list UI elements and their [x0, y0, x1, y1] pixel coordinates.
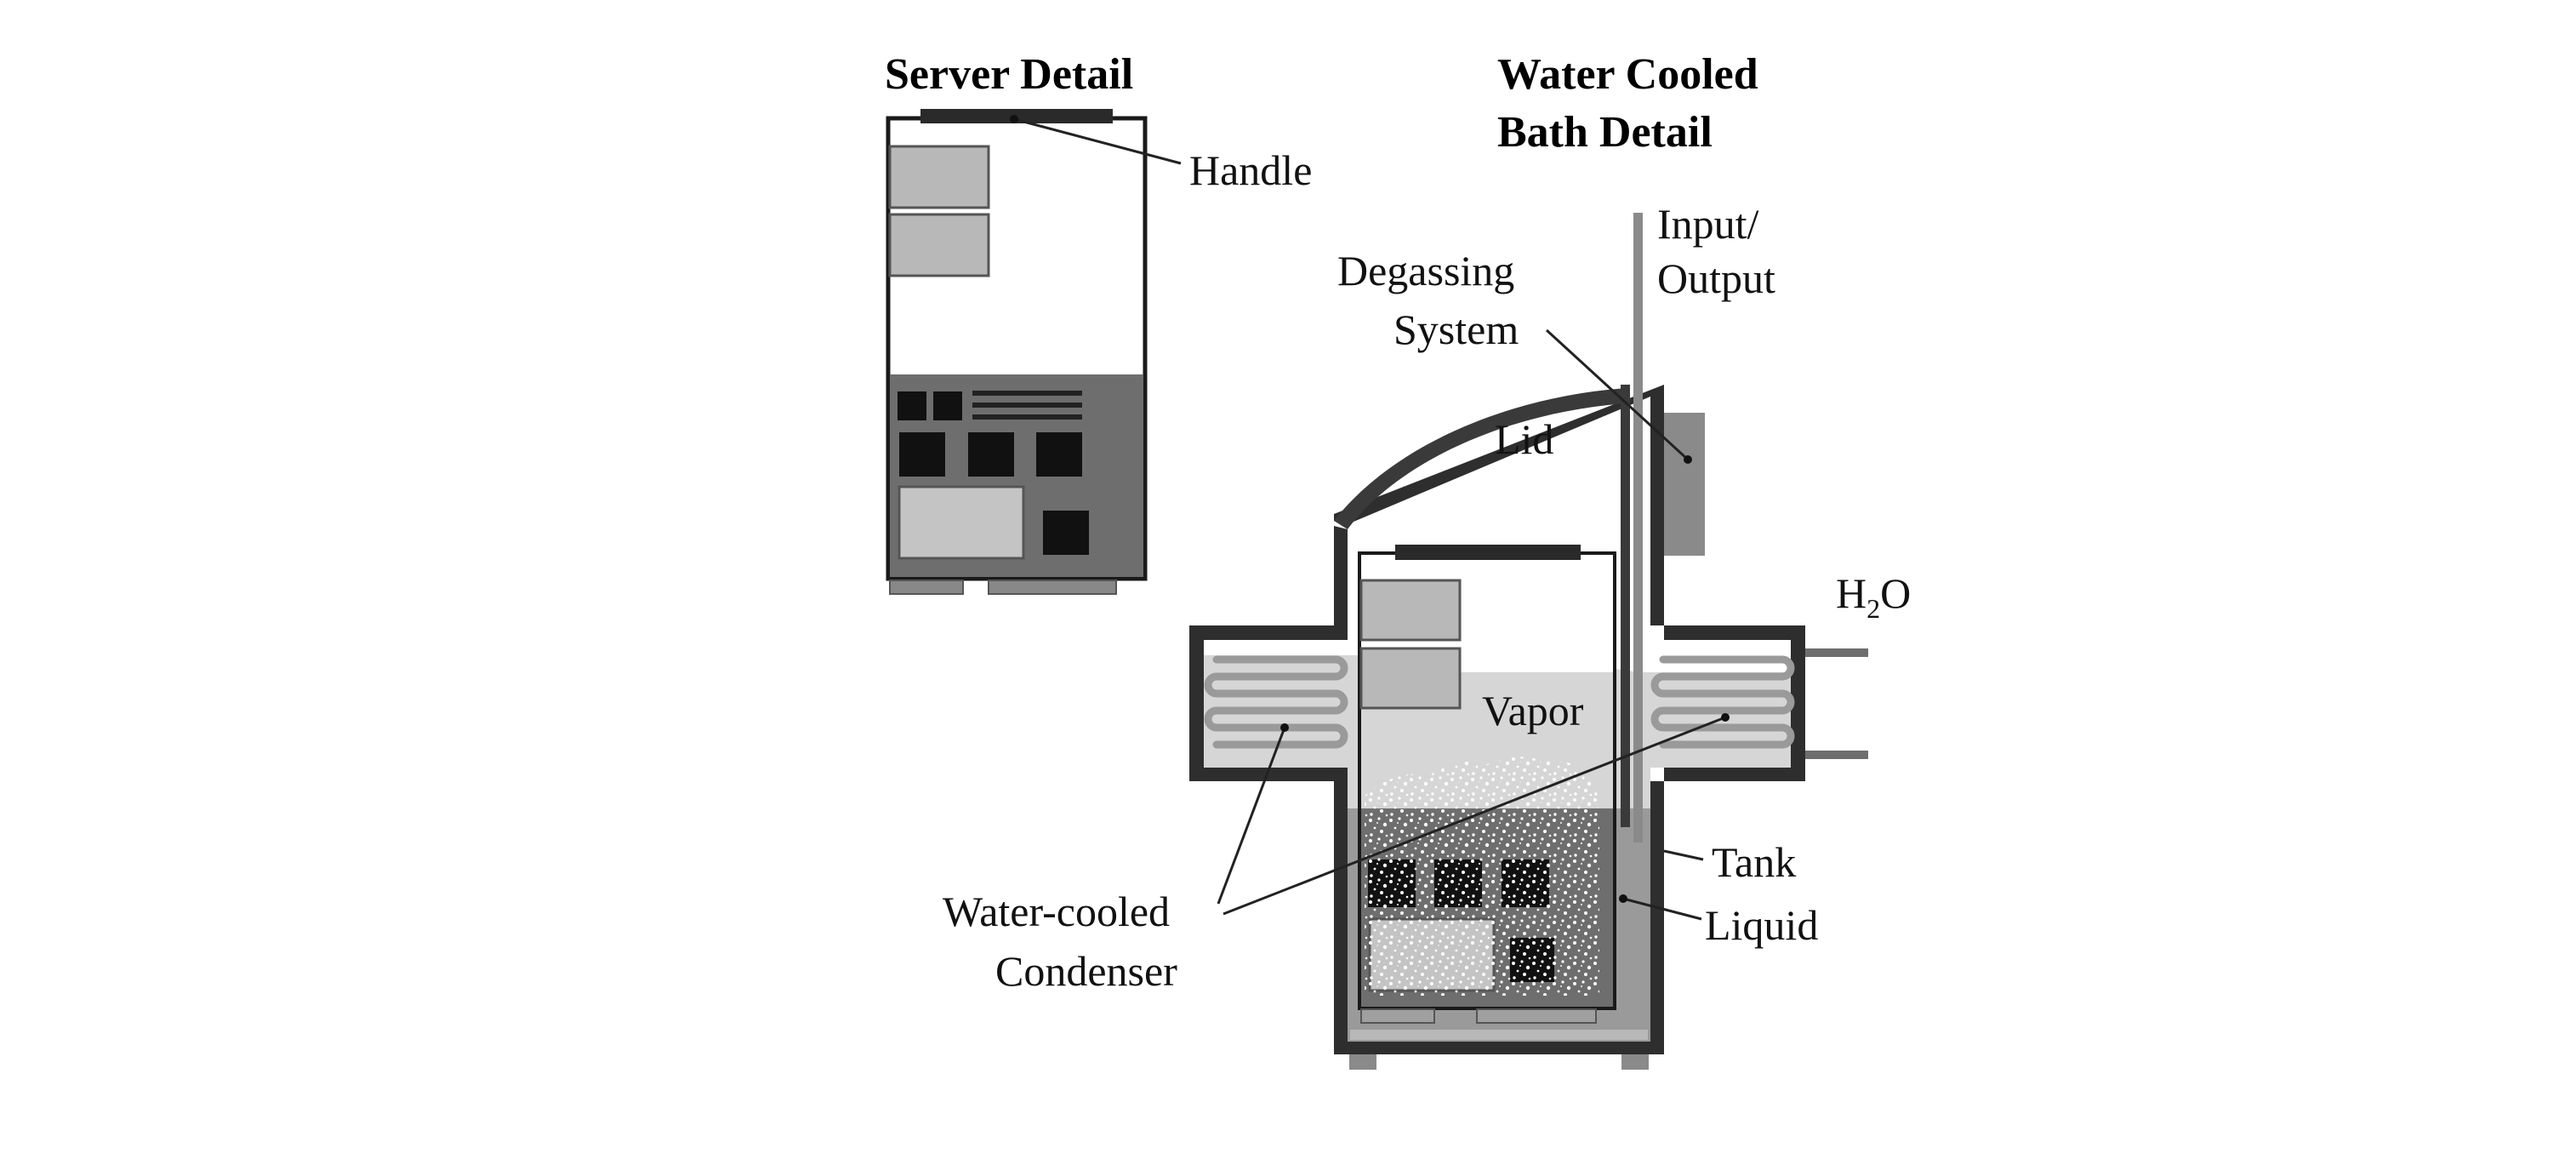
submerged-server: [1358, 545, 1616, 1024]
condenser-label-line2: Condenser: [995, 947, 1177, 995]
submerged-server-handle: [1395, 545, 1581, 560]
server-memory-slots: [972, 391, 1082, 420]
server-chip: [1043, 511, 1089, 555]
degassing-leader-line: [1545, 328, 1690, 461]
server-detail: Server Detail Handle: [885, 50, 1312, 595]
handle-leader-dot: [1010, 115, 1018, 123]
h2o-label: H2O: [1836, 569, 1911, 624]
tank-label: Tank: [1712, 838, 1796, 886]
boiling-bubbles: [1365, 756, 1599, 996]
condenser-leader-right: [1222, 716, 1726, 916]
lid-gap: [1334, 521, 1348, 529]
server-foot: [889, 580, 964, 595]
condenser-leader-left: [1217, 727, 1286, 905]
bath-detail: Water Cooled Bath Detail Lid Input/ Outp…: [943, 50, 1911, 1070]
submerged-server-foot: [1476, 1008, 1597, 1024]
degassing-label-line2: System: [1393, 306, 1519, 353]
liquid-leader-dot: [1619, 894, 1627, 903]
water-inlet-pipe: [1805, 648, 1868, 657]
handle-leader-line: [1013, 117, 1182, 165]
vapor-label: Vapor: [1482, 687, 1584, 734]
liquid-leader-line: [1622, 897, 1702, 921]
lid: [1334, 388, 1627, 529]
handle-label: Handle: [1189, 146, 1312, 194]
server-processor: [968, 432, 1014, 477]
input-output-pipe: [1633, 213, 1643, 842]
condenser-coil-left: [1204, 655, 1348, 749]
condenser-coil-right: [1650, 655, 1795, 749]
lid-label: Lid: [1495, 415, 1553, 463]
submerged-drive-bay-1: [1359, 579, 1462, 642]
degassing-system: [1664, 413, 1705, 556]
condenser-leader-right-dot: [1721, 713, 1730, 722]
input-output-label: Input/: [1657, 200, 1759, 248]
degassing-leader-dot: [1684, 455, 1692, 464]
input-output-label-line2: Output: [1657, 254, 1775, 302]
server-foot: [988, 580, 1117, 595]
degassing-label: Degassing: [1337, 247, 1514, 294]
bath-detail-title-line2: Bath Detail: [1497, 108, 1713, 157]
server-drive-bay-2: [888, 213, 990, 277]
server-chip: [933, 391, 962, 420]
server-chip: [898, 391, 926, 420]
submerged-drive-bay-2: [1359, 647, 1462, 710]
bath-detail-title: Water Cooled: [1497, 50, 1758, 99]
liquid-bath-inner: [1350, 1030, 1648, 1040]
condenser-leader-left-dot: [1280, 723, 1289, 732]
water-outlet-pipe: [1805, 751, 1868, 759]
submerged-server-foot: [1360, 1008, 1435, 1024]
server-detail-title: Server Detail: [885, 50, 1133, 99]
server-power-supply: [898, 485, 1025, 560]
server-drive-bay-1: [888, 145, 990, 209]
tank-leader-line: [1663, 849, 1704, 861]
server-processor: [1036, 432, 1082, 477]
input-output-pipe-inner: [1621, 385, 1630, 827]
server-processor: [899, 432, 945, 477]
liquid-label: Liquid: [1705, 901, 1818, 949]
tank-foot-right: [1621, 1054, 1649, 1070]
tank-foot-left: [1349, 1054, 1376, 1070]
condenser-label: Water-cooled: [943, 888, 1170, 935]
